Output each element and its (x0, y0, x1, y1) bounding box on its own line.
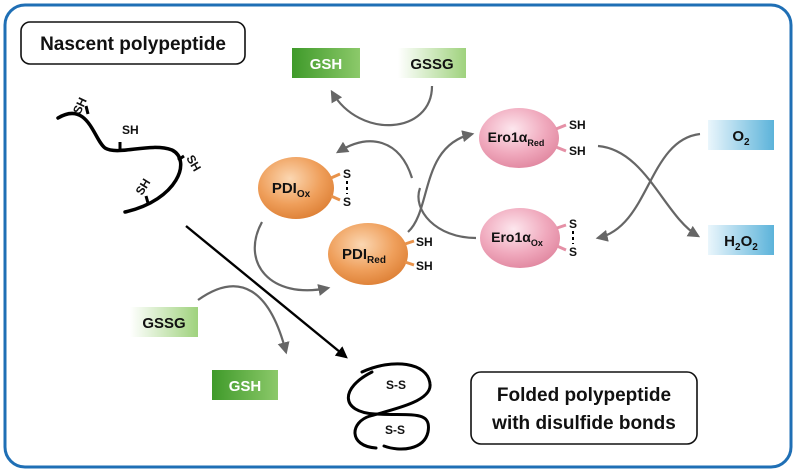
gsh-top-box: GSH (292, 48, 360, 78)
gssg-top-box: GSSG (398, 48, 466, 78)
sh-label: SH (122, 123, 139, 137)
sulfur-label: S (343, 195, 351, 209)
svg-text:with disulfide bonds: with disulfide bonds (491, 413, 676, 434)
svg-text:H2O2: H2O2 (724, 233, 758, 253)
svg-text:Ero1αOx: Ero1αOx (491, 229, 543, 248)
svg-text:PDIOx: PDIOx (272, 180, 311, 200)
svg-text:GSSG: GSSG (142, 315, 185, 332)
svg-text:PDIRed: PDIRed (342, 246, 386, 266)
sh-label: SH (70, 95, 90, 116)
svg-text:GSSG: GSSG (410, 56, 453, 73)
nascent-polypeptide-chain: SH SH SH SH (56, 95, 204, 214)
gsh-bottom-box: GSH (212, 370, 278, 400)
bottom-gssg-to-gsh-arrow (197, 285, 290, 355)
svg-text:GSH: GSH (229, 378, 262, 395)
svg-text:GSH: GSH (310, 56, 343, 73)
nascent-polypeptide-label: Nascent polypeptide (20, 21, 246, 65)
sulfur-label: S (569, 245, 577, 259)
sh-label: SH (416, 259, 433, 273)
sulfur-label: S (569, 217, 577, 231)
svg-text:O2: O2 (732, 128, 750, 148)
sh-label: SH (569, 118, 586, 132)
svg-text:Nascent polypeptide: Nascent polypeptide (40, 34, 226, 55)
folded-polypeptide-label: Folded polypeptide with disulfide bonds (470, 371, 698, 445)
sh-label: SH (416, 235, 433, 249)
svg-text:Folded polypeptide: Folded polypeptide (497, 385, 671, 406)
folded-polypeptide: S-S S-S (346, 362, 432, 451)
sh-label: SH (569, 144, 586, 158)
gssg-bottom-box: GSSG (130, 307, 198, 337)
pdi-red-node: PDIRed SH SH (328, 223, 433, 285)
sulfur-label: S (343, 167, 351, 181)
o2-box: O2 (708, 120, 774, 150)
disulfide-bond-label: S-S (385, 423, 405, 437)
pdi-oxidation-arrow (253, 221, 331, 296)
ero-reduction-arrow (407, 130, 475, 233)
pdi-ox-node: PDIOx S S (258, 157, 351, 219)
pdi-reduction-arrow (335, 140, 414, 179)
ero1-red-node: Ero1αRed SH SH (479, 108, 586, 168)
ero-oxidation-arrow (595, 132, 701, 242)
o2-to-h2o2-arrow (597, 144, 701, 238)
svg-text:Ero1αRed: Ero1αRed (488, 129, 545, 148)
h2o2-box: H2O2 (708, 225, 774, 255)
ero1-ox-node: Ero1αOx S S (480, 208, 577, 268)
folding-arrow (185, 225, 348, 359)
disulfide-bond-label: S-S (386, 378, 406, 392)
top-gssg-to-gsh-arrow (330, 85, 434, 127)
ero-return-arrow (417, 187, 477, 240)
